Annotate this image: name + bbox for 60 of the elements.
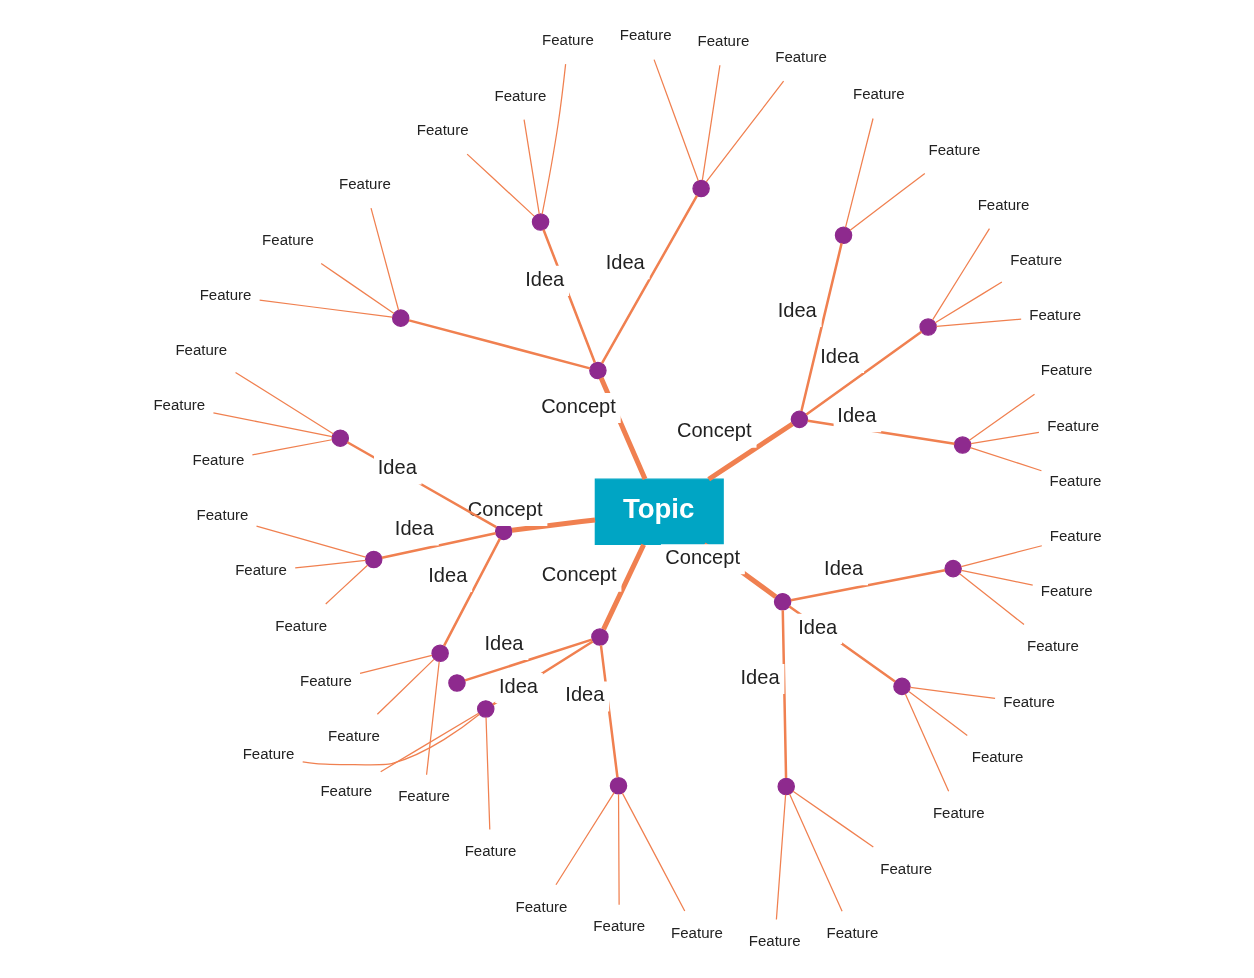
- edge-label: Idea: [777, 298, 817, 321]
- edge-label: Concept: [467, 497, 542, 520]
- node-text: Feature: [852, 84, 905, 102]
- edge-label: Idea: [836, 403, 876, 426]
- node-text: Feature: [879, 859, 932, 877]
- node-text: Feature: [319, 781, 372, 799]
- node-text: Feature: [1049, 526, 1102, 544]
- edge-label: Idea: [564, 682, 604, 705]
- edge-label: Idea: [524, 267, 564, 290]
- node-text: Feature: [619, 25, 672, 43]
- node-text: Feature: [774, 47, 827, 65]
- edge-label: Idea: [498, 674, 538, 697]
- edge-label: Idea: [394, 516, 434, 539]
- node-text: Feature: [541, 30, 594, 48]
- node-text: Feature: [299, 671, 352, 689]
- node-text: Feature: [592, 916, 645, 934]
- node-text: Feature: [1002, 692, 1055, 710]
- node-text: Feature: [242, 744, 294, 762]
- node-text: Feature: [234, 560, 287, 578]
- node-text: Feature: [748, 931, 801, 949]
- node-text: Feature: [261, 230, 314, 248]
- node-text: Feature: [1028, 305, 1081, 323]
- edge-label: Idea: [427, 563, 467, 586]
- node-text: Feature: [338, 174, 391, 192]
- node-text: Feature: [1040, 360, 1092, 378]
- edge-label: Idea: [823, 556, 863, 579]
- node-text: Feature: [515, 897, 567, 915]
- node-text: Feature: [494, 86, 546, 104]
- node-text: Feature: [152, 395, 205, 413]
- edge-label: Idea: [377, 455, 417, 478]
- edge-label: Concept: [541, 562, 617, 585]
- edge-label: Idea: [819, 344, 859, 367]
- edge-label: Idea: [483, 631, 524, 654]
- node-text: Feature: [174, 340, 227, 358]
- node-text: Feature: [192, 450, 244, 468]
- node-text: Feature: [416, 120, 469, 138]
- node-text: Feature: [1046, 416, 1099, 434]
- node-text: Feature: [932, 803, 985, 821]
- node-text: Feature: [327, 726, 380, 744]
- node-text: Feature: [1026, 636, 1079, 654]
- node-text: Feature: [928, 140, 980, 158]
- edge-label: Concept: [540, 394, 616, 417]
- node-text: Feature: [196, 505, 248, 523]
- node-text: Feature: [670, 923, 723, 941]
- node-text: Feature: [1049, 471, 1101, 489]
- node-text: Feature: [1040, 581, 1092, 599]
- edge-label: Idea: [797, 615, 837, 638]
- edge-label: Idea: [740, 665, 780, 688]
- node-text: Feature: [826, 923, 878, 941]
- node-text: Feature: [397, 786, 450, 804]
- node-text: Feature: [274, 616, 327, 634]
- edge-label: Concept: [676, 418, 752, 441]
- node-text: Feature: [977, 195, 1029, 213]
- edge-label: Idea: [605, 250, 645, 273]
- node-text: Feature: [697, 31, 749, 49]
- node-text: Feature: [1009, 250, 1062, 268]
- node-text: Feature: [464, 841, 516, 859]
- node-text: Feature: [199, 285, 251, 303]
- node-text: Feature: [971, 747, 1023, 765]
- edge-label: Concept: [664, 545, 740, 568]
